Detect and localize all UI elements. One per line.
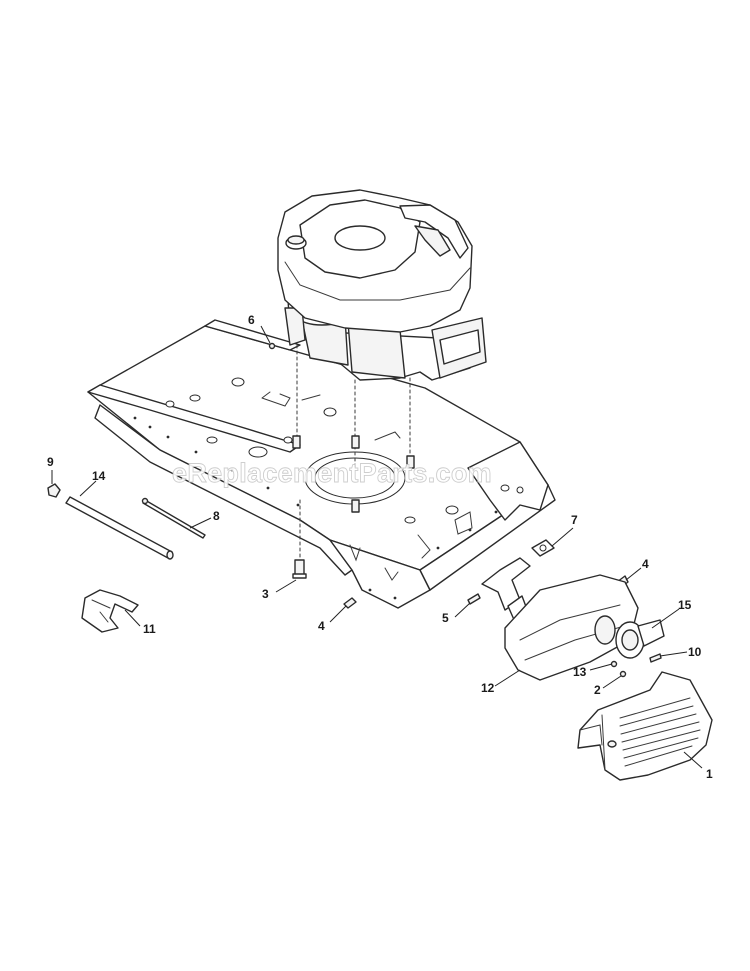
callout-5: 5: [442, 611, 449, 625]
screw-part-2: [619, 670, 627, 678]
leader-lines: [51, 325, 703, 769]
watermark-text: eReplacementParts.com: [172, 458, 492, 488]
bolt-part-4a: [343, 597, 357, 609]
screw-part-13: [610, 660, 618, 668]
screw-part-6: [268, 342, 276, 350]
callout-15: 15: [678, 598, 692, 612]
callout-13: 13: [573, 665, 587, 679]
heat-shield-part-1: [577, 671, 713, 781]
chassis-frame: [87, 319, 556, 609]
callout-6: 6: [248, 313, 255, 327]
engine: [277, 189, 487, 381]
callout-14: 14: [92, 469, 106, 483]
bolt-part-3: [292, 559, 307, 579]
clip-guard-part-11: [81, 589, 139, 633]
callout-8: 8: [213, 509, 220, 523]
rod-part-14: [65, 496, 174, 560]
stud-part-5: [467, 593, 481, 605]
callout-10: 10: [688, 645, 702, 659]
screw-part-10: [649, 653, 662, 663]
callout-12: 12: [481, 681, 495, 695]
callout-3: 3: [262, 587, 269, 601]
deflector-part-15: [615, 619, 665, 659]
nut-part-9: [47, 483, 61, 498]
callout-2: 2: [594, 683, 601, 697]
cable-tie-part-8: [141, 497, 206, 539]
gasket-part-7: [531, 539, 555, 557]
callout-9: 9: [47, 455, 54, 469]
callout-4b: 4: [642, 557, 649, 571]
callout-4a: 4: [318, 619, 325, 633]
muffler-part-12: [481, 557, 639, 681]
callout-7: 7: [571, 513, 578, 527]
callout-1: 1: [706, 767, 713, 781]
engine-mount-alignment: [292, 344, 415, 561]
callout-labels: 6 9 14 8 3 4 5 7 4 15 10 13 2 12 1 11: [47, 313, 713, 781]
callout-11: 11: [143, 622, 156, 636]
